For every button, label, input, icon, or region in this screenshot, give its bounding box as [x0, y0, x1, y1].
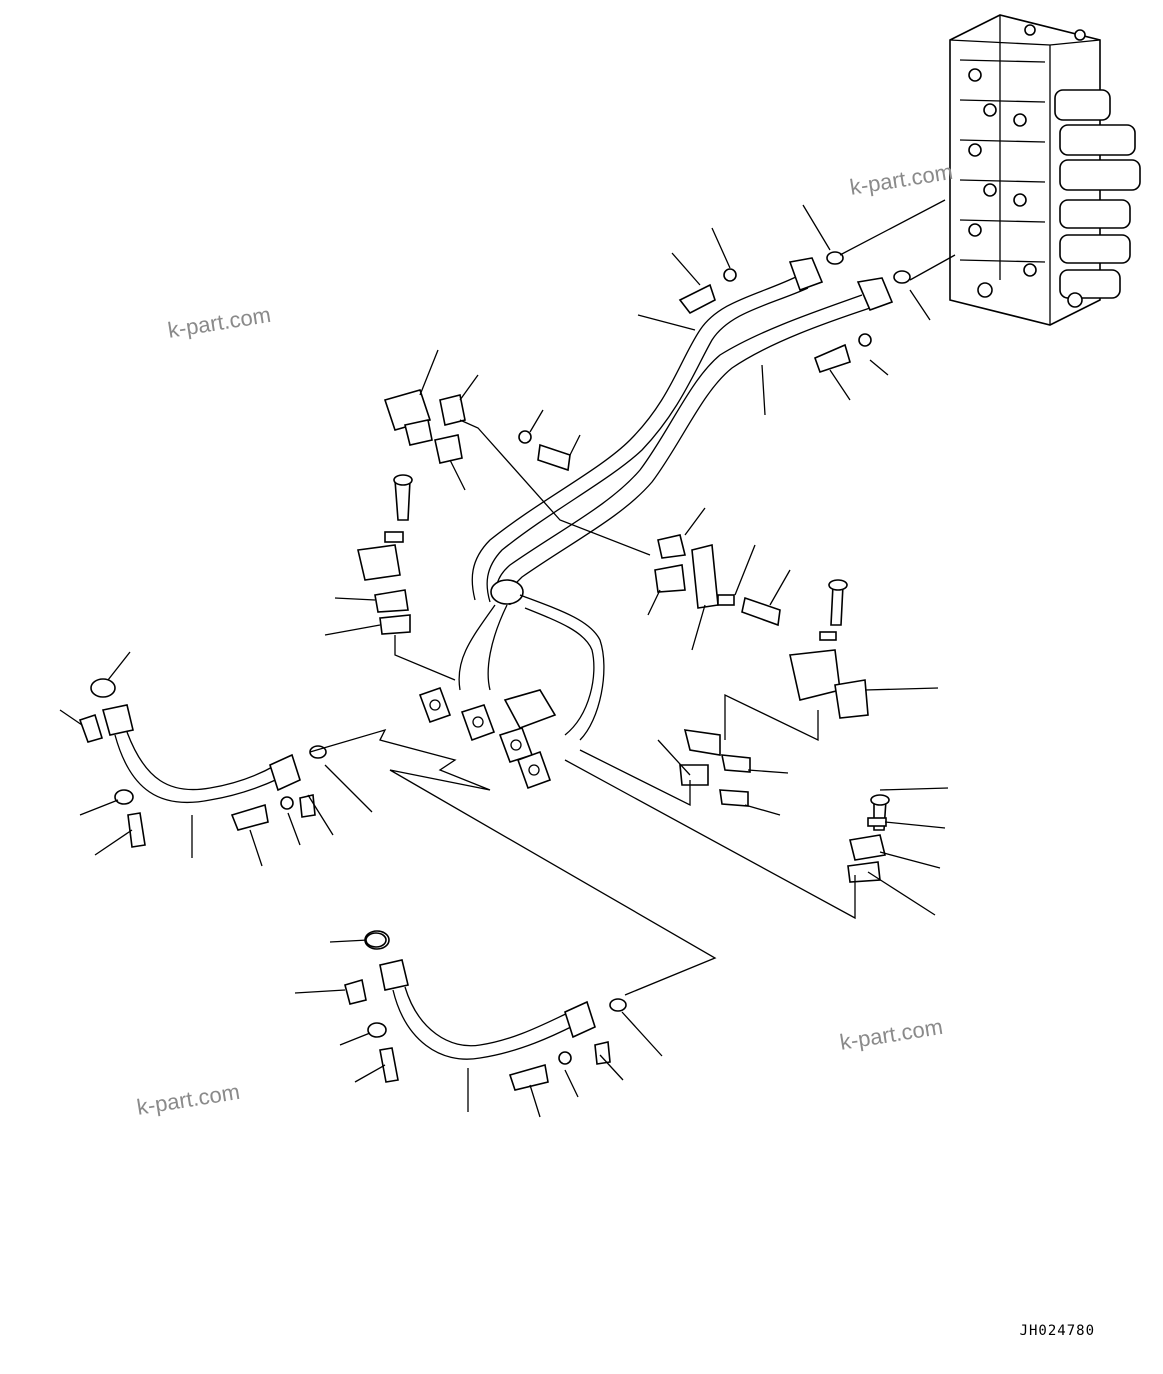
far-right-stack [847, 794, 890, 883]
hose-assembly-1 [78, 678, 327, 848]
leader-lines [59, 199, 956, 1118]
valve-spools [1054, 89, 1141, 299]
right-bracket-stack [679, 579, 869, 807]
upper-bracket [383, 389, 466, 464]
upper-pipe-b [495, 277, 894, 606]
middle-clamp-group [654, 534, 781, 627]
upper-pipe-a [471, 257, 824, 603]
upper-bolt [518, 251, 911, 472]
valve-ports [968, 24, 1086, 308]
pipe-tee-junction [458, 579, 605, 741]
hose-assembly-2 [344, 930, 627, 1091]
o-ring-seals [365, 932, 387, 948]
control-valve-assembly [949, 14, 1141, 326]
drawing-code-label: JH024780 [1019, 1323, 1095, 1339]
left-bracket-stack [357, 474, 413, 635]
center-flanges [418, 686, 557, 790]
